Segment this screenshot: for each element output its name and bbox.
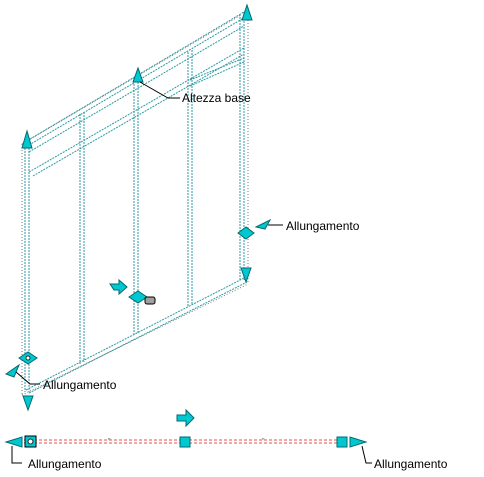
- grip-left-top-icon[interactable]: [21, 129, 33, 149]
- grip-right-arrow-icon[interactable]: [254, 218, 272, 230]
- label-base-height: Altezza base: [182, 91, 251, 105]
- grip-left-arrow-icon[interactable]: [4, 363, 21, 378]
- plan-grip-left-triangle-icon[interactable]: [4, 436, 23, 448]
- leader-lines: [11, 81, 372, 464]
- grip-base-height-icon[interactable]: [132, 66, 144, 83]
- direction-arrow-icon[interactable]: [109, 278, 128, 296]
- svg-text:": ": [108, 438, 111, 445]
- grip-left-bottom-icon[interactable]: [22, 395, 34, 412]
- svg-text:": ": [262, 438, 265, 445]
- grip-left-diamond-icon[interactable]: [18, 351, 38, 365]
- grip-right-bottom-icon[interactable]: [240, 267, 252, 284]
- label-lengthen-right: Allungamento: [286, 219, 360, 233]
- grip-center-diamond-icon[interactable]: [128, 290, 148, 304]
- label-lengthen-left: Allungamento: [43, 378, 117, 392]
- grip-top-right-icon[interactable]: [241, 3, 253, 21]
- plan-grip-center-square-icon[interactable]: [179, 436, 191, 448]
- label-lengthen-bottom-right: Allungamento: [374, 457, 448, 471]
- plan-grip-left-square-icon[interactable]: [24, 435, 37, 448]
- grip-right-diamond-icon[interactable]: [237, 226, 255, 240]
- plan-grip-right-triangle-icon[interactable]: [349, 436, 368, 448]
- curtain-wall-frame: [21, 11, 249, 396]
- plan-direction-arrow-icon[interactable]: [176, 408, 195, 428]
- plan-grip-right-square-icon[interactable]: [336, 436, 348, 448]
- pointer-icon: [144, 296, 156, 305]
- label-lengthen-bottom-left: Allungamento: [28, 457, 102, 471]
